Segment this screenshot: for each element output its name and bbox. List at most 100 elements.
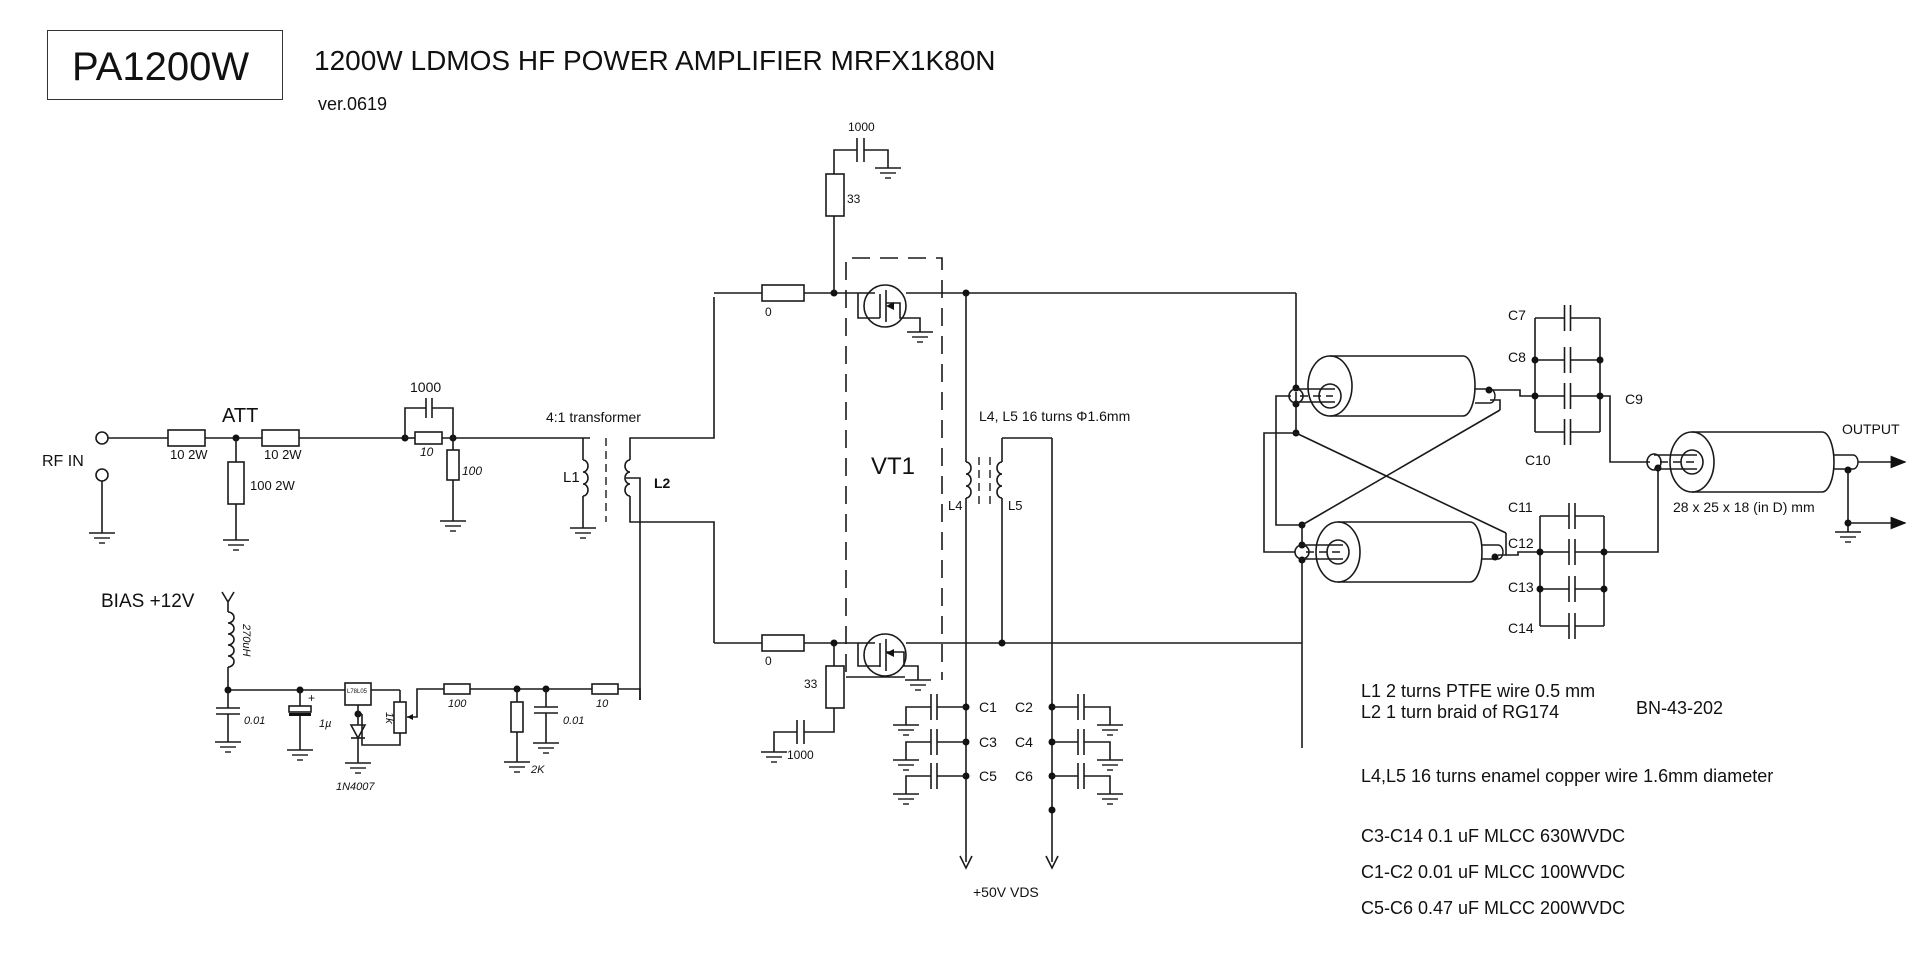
pot-label: 1k — [383, 712, 395, 724]
capacitor-c13 — [1568, 576, 1576, 602]
resistor-label: 100 — [448, 698, 467, 710]
note-l2: L2 1 turn braid of RG174 — [1361, 702, 1559, 722]
bias-label: BIAS +12V — [101, 591, 195, 612]
supply-label: +50V VDS — [973, 884, 1039, 900]
capacitor-label: 0.01 — [244, 715, 265, 727]
resistor-33-bottom — [825, 665, 845, 709]
resistor-label: 2K — [530, 764, 545, 776]
ferrite-core-bottom — [1294, 521, 1537, 583]
capacitor-c12 — [1568, 539, 1576, 565]
resistor-label: 10 — [596, 698, 609, 710]
resistor-10-2w-a — [167, 429, 206, 447]
capacitor-c11 — [1568, 503, 1576, 529]
cap-label-c4: C4 — [1015, 734, 1033, 750]
output-label: OUTPUT — [1842, 421, 1900, 437]
att-label: ATT — [222, 405, 258, 427]
capacitor-c1 — [930, 694, 938, 720]
mosfet-top — [857, 284, 970, 343]
resistor-10-2w-b — [261, 429, 300, 447]
output-balun: OUTPUT 28 x 25 x 18 (in D) mm — [1600, 395, 1907, 553]
capacitor-c7 — [1563, 305, 1572, 331]
note-c3-c14: C3-C14 0.1 uF MLCC 630WVDC — [1361, 826, 1625, 846]
resistor-label: 100 — [462, 464, 482, 478]
capacitor-c14 — [1568, 613, 1576, 639]
page-title: 1200W LDMOS HF POWER AMPLIFIER MRFX1K80N — [314, 45, 996, 76]
capacitor-label: 1000 — [410, 379, 441, 395]
resistor-100-2w — [227, 461, 245, 505]
regulator-label: L78L05 — [347, 689, 368, 695]
resistor-label: 100 2W — [250, 478, 296, 493]
resistor-33-top — [825, 173, 845, 217]
l4-label: L4 — [948, 498, 962, 513]
cap-label-c3: C3 — [979, 734, 997, 750]
output-transformers — [1263, 293, 1537, 748]
l5-label: L5 — [1008, 498, 1022, 513]
version-label: ver.0619 — [318, 94, 387, 114]
capacitor-c8 — [1563, 347, 1572, 373]
drain-network: L4, L5 16 turns Φ1.6mm L4 L5 +50V VDS — [948, 289, 1296, 900]
cap-label-c6: C6 — [1015, 768, 1033, 784]
bias-network: BIAS +12V 270uH 0.01 + 1µ L78L05 1k — [101, 591, 641, 793]
resistor-label: 33 — [804, 677, 818, 691]
capacitor-c3 — [930, 729, 938, 755]
cap-label-c1: C1 — [979, 699, 997, 715]
resistor-0-top — [761, 284, 805, 302]
resistor-0-bottom — [761, 634, 805, 652]
cap-label-c2: C2 — [1015, 699, 1033, 715]
resistor-label: 10 — [420, 445, 434, 459]
core-dims-label: 28 x 25 x 18 (in D) mm — [1673, 499, 1815, 515]
cap-label-c9: C9 — [1625, 391, 1643, 407]
l2-coil — [624, 459, 631, 497]
capacitor-c9 — [1563, 383, 1572, 409]
note-core: BN-43-202 — [1636, 698, 1723, 718]
vt1-label: VT1 — [871, 453, 915, 480]
capacitor-label: 1µ — [319, 718, 331, 730]
resistor-100-bias — [443, 683, 471, 695]
resistor-label: 0 — [765, 654, 772, 668]
choke-spec-label: L4, L5 16 turns Φ1.6mm — [979, 408, 1130, 424]
antenna-terminal-icon — [221, 591, 235, 612]
l2-label: L2 — [654, 475, 671, 491]
supply-arrow-icon — [959, 855, 973, 870]
cap-label-c10: C10 — [1525, 452, 1551, 468]
resistor-label: 33 — [847, 192, 861, 206]
resistor-label: 10 2W — [264, 447, 302, 462]
model-label: PA1200W — [72, 45, 249, 89]
choke-label: 270uH — [240, 623, 252, 656]
capacitor-label: 0.01 — [563, 715, 584, 727]
cap-label-c11: C11 — [1508, 499, 1533, 515]
capacitor-c10 — [1563, 419, 1572, 445]
cap-label-c13: C13 — [1508, 579, 1534, 595]
l1-label: L1 — [563, 469, 580, 486]
resistor-2k — [510, 701, 524, 733]
mosfet-bottom — [846, 633, 1302, 691]
diode-1n4007 — [349, 724, 367, 740]
capacitor-label: 1000 — [787, 748, 814, 762]
rf-in-ground-terminal — [95, 468, 109, 482]
l5-coil — [996, 461, 1003, 499]
cap-label-c14: C14 — [1508, 620, 1534, 636]
supply-arrow-icon — [1045, 855, 1059, 870]
l1-coil — [582, 459, 589, 497]
capacitor-c2 — [1077, 694, 1085, 720]
note-c5-c6: C5-C6 0.47 uF MLCC 200WVDC — [1361, 898, 1625, 918]
note-l4-l5: L4,L5 16 turns enamel copper wire 1.6mm … — [1361, 766, 1773, 786]
rf-in-terminal — [95, 431, 109, 445]
capacitor-label: 1000 — [848, 120, 875, 134]
cap-label-c5: C5 — [979, 768, 997, 784]
rf-input-section: RF IN 10 2W ATT 100 2W 10 2W 10 1000 100 — [42, 379, 590, 551]
model-box — [47, 30, 283, 100]
cap-label-c12: C12 — [1508, 535, 1534, 551]
resistor-label: 10 2W — [170, 447, 208, 462]
cap-label-c8: C8 — [1508, 349, 1526, 365]
capacitor-c5 — [930, 763, 938, 789]
component-notes: L1 2 turns PTFE wire 0.5 mm L2 1 turn br… — [1361, 681, 1773, 918]
capacitor-c4 — [1077, 729, 1085, 755]
resistor-label: 0 — [765, 305, 772, 319]
l4-coil — [965, 461, 972, 499]
resistor-100 — [446, 449, 460, 481]
diode-label: 1N4007 — [336, 781, 375, 793]
